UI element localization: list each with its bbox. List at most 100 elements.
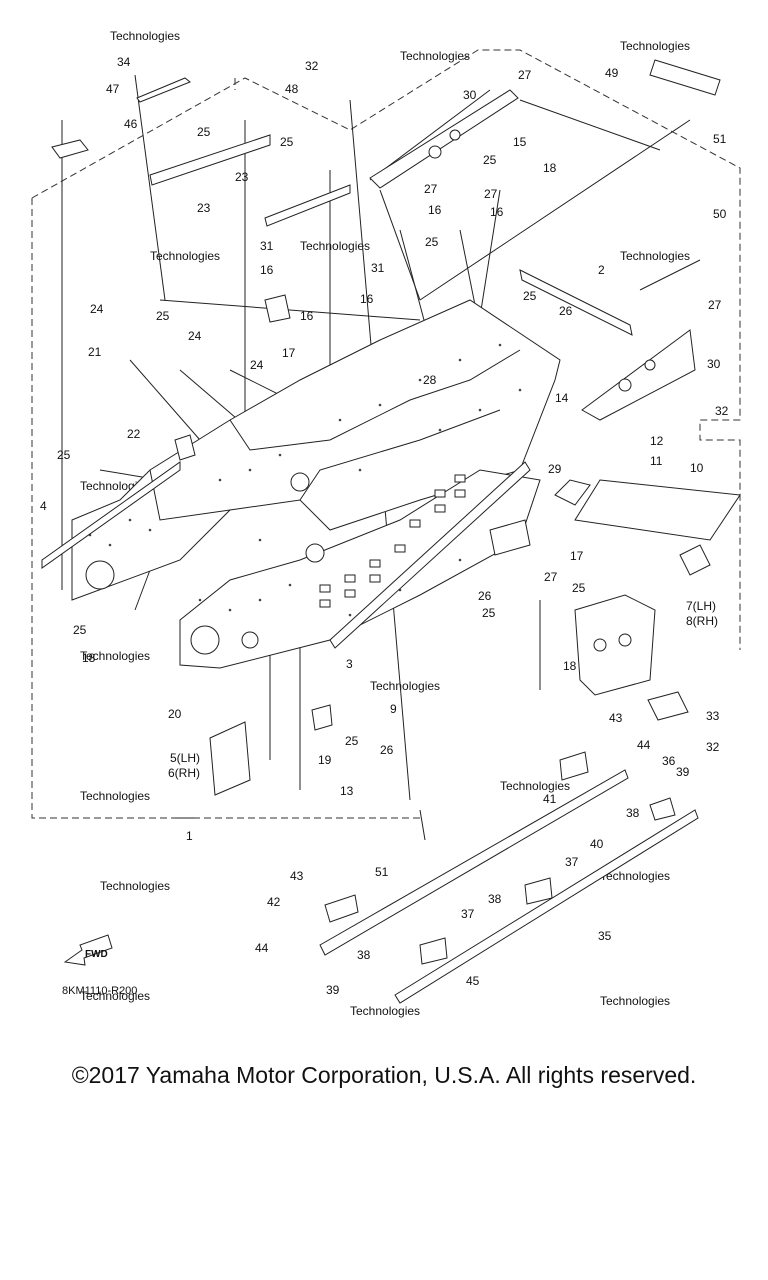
frame-slots — [319, 474, 466, 608]
copyright-text: ©2017 Yamaha Motor Corporation, U.S.A. A… — [71, 1062, 697, 1088]
callout-label: 45 — [466, 974, 480, 988]
callout-label: 38 — [488, 892, 502, 906]
callout-label: 25 — [483, 153, 497, 167]
svg-text:Technologies: Technologies — [300, 239, 370, 253]
plate-23-left — [149, 134, 271, 186]
callout-label: 51 — [713, 132, 727, 146]
assembly-boundary — [31, 49, 741, 819]
callout-label: 6(RH) — [168, 766, 200, 780]
callout-label: 25 — [280, 135, 294, 149]
svg-text:Technologies: Technologies — [600, 869, 670, 883]
svg-text:Technologies: Technologies — [500, 779, 570, 793]
callout-label: 17 — [570, 549, 584, 563]
callout-label: 40 — [590, 837, 604, 851]
callout-label: 39 — [676, 765, 690, 779]
part-34 — [136, 77, 191, 103]
frame-assembly — [41, 299, 561, 669]
callout-label: 31 — [371, 261, 385, 275]
callout-label: 50 — [713, 207, 727, 221]
callout-label: 12 — [650, 434, 664, 448]
callout-label: 34 — [117, 55, 131, 69]
callout-label: 41 — [543, 792, 557, 806]
callout-label: 18 — [543, 161, 557, 175]
svg-text:Technologies: Technologies — [620, 249, 690, 263]
plate-23-right — [264, 184, 351, 227]
callout-label: 36 — [662, 754, 676, 768]
callout-label: 25 — [523, 289, 537, 303]
callout-label: 51 — [375, 865, 389, 879]
callout-label: 25 — [572, 581, 586, 595]
callout-label: 44 — [255, 941, 269, 955]
callout-label: 13 — [340, 784, 354, 798]
svg-text:Technologies: Technologies — [150, 249, 220, 263]
callout-label: 25 — [482, 606, 496, 620]
side-brackets — [209, 594, 689, 796]
callout-label: 24 — [188, 329, 202, 343]
callout-label: 30 — [463, 88, 477, 102]
svg-text:Technologies: Technologies — [370, 679, 440, 693]
callout-label: 28 — [423, 373, 437, 387]
callout-label: 18 — [82, 651, 96, 665]
callout-label: 32 — [305, 59, 319, 73]
callout-label: 27 — [424, 182, 438, 196]
callout-label: 43 — [290, 869, 304, 883]
callout-label: 24 — [250, 358, 264, 372]
callout-label: 16 — [260, 263, 274, 277]
callout-label: 25 — [156, 309, 170, 323]
callout-labels: 1 2 3 4 5(LH) 6(RH) 7(LH) 8(RH) 9 10 11 … — [40, 55, 729, 997]
callout-label: 32 — [706, 740, 720, 754]
callout-label: 5(LH) — [170, 751, 200, 765]
callout-label: 23 — [235, 170, 249, 184]
callout-label: 16 — [360, 292, 374, 306]
callout-label: 38 — [626, 806, 640, 820]
svg-text:Technologies: Technologies — [110, 29, 180, 43]
rail-40 — [319, 769, 629, 956]
exchanger-assembly — [554, 479, 741, 576]
callout-label: 16 — [300, 309, 314, 323]
callout-label: 19 — [318, 753, 332, 767]
callout-label: 1 — [186, 829, 193, 843]
slide-rails — [319, 751, 699, 1004]
callout-label: 3 — [346, 657, 353, 671]
svg-text:Technologies: Technologies — [400, 49, 470, 63]
callout-label: 25 — [345, 734, 359, 748]
callout-label: 31 — [260, 239, 274, 253]
callout-label: 37 — [461, 907, 475, 921]
callout-label: 49 — [605, 66, 619, 80]
callout-label: 39 — [326, 983, 340, 997]
callout-label: 17 — [282, 346, 296, 360]
callout-label: 14 — [555, 391, 569, 405]
bracket-14 — [581, 329, 696, 421]
callout-label: 29 — [548, 462, 562, 476]
callout-label: 26 — [478, 589, 492, 603]
label-51 — [649, 59, 721, 96]
callout-label: 32 — [715, 404, 729, 418]
callout-label: 27 — [484, 187, 498, 201]
bracket-17-top — [264, 294, 291, 323]
svg-text:Technologies: Technologies — [600, 994, 670, 1008]
callout-label: 16 — [428, 203, 442, 217]
svg-text:Technologies: Technologies — [80, 789, 150, 803]
callout-label: 25 — [73, 623, 87, 637]
callout-label: 15 — [513, 135, 527, 149]
callout-label: 47 — [106, 82, 120, 96]
part-33 — [647, 691, 689, 721]
callout-label: 24 — [90, 302, 104, 316]
callout-label: 16 — [490, 205, 504, 219]
callout-label: 33 — [706, 709, 720, 723]
callout-label: 43 — [609, 711, 623, 725]
callout-label: 21 — [88, 345, 102, 359]
callout-label: 2 — [598, 263, 605, 277]
side-rail-right — [329, 461, 531, 649]
callout-label: 9 — [390, 702, 397, 716]
plate-46 — [51, 139, 89, 159]
svg-text:Technologies: Technologies — [350, 1004, 420, 1018]
rail-35 — [394, 809, 699, 1004]
side-rail-left — [41, 461, 181, 569]
part-19 — [311, 704, 333, 731]
callout-label: 20 — [168, 707, 182, 721]
callout-label: 23 — [197, 201, 211, 215]
callout-label: 26 — [380, 743, 394, 757]
frame-rivet-dots — [88, 343, 522, 617]
